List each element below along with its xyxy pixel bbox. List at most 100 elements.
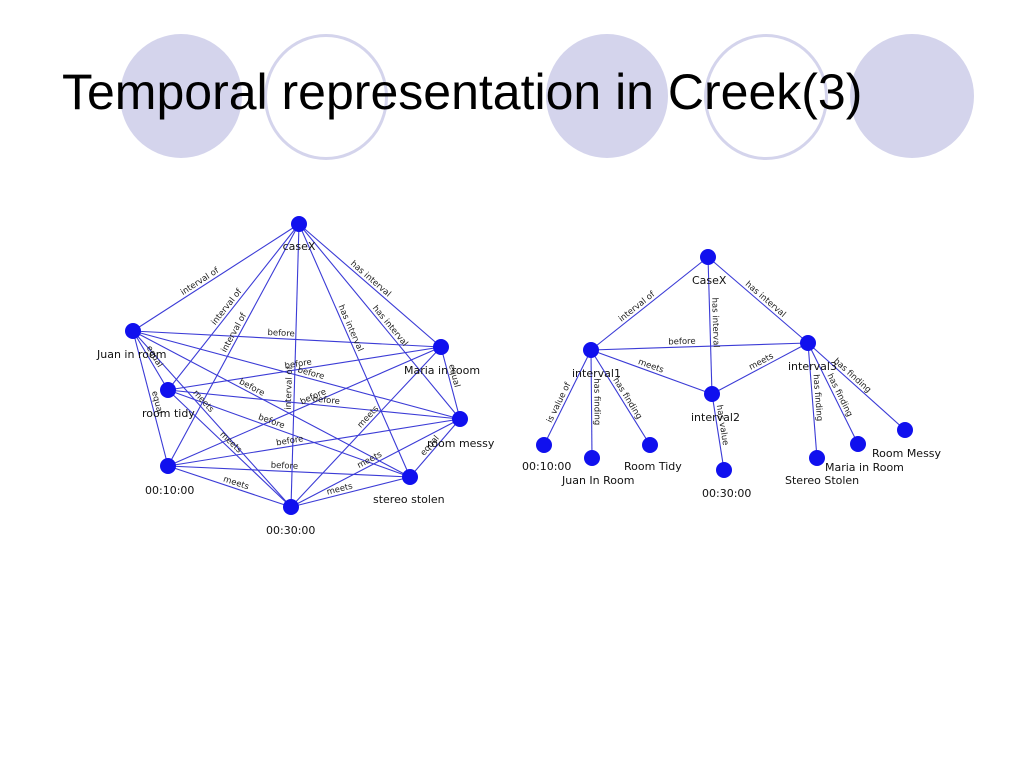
node-label-i2: interval2 bbox=[691, 411, 740, 424]
edge-label-caseX-t30: interval of bbox=[284, 365, 295, 410]
edge-label-i1-i2: meets bbox=[637, 357, 666, 376]
node-label-maria: Maria in room bbox=[404, 364, 480, 377]
edge-label-i1-i3: before bbox=[668, 337, 696, 348]
node-i3 bbox=[800, 335, 816, 351]
decor-ring-1 bbox=[264, 34, 388, 160]
decor-circle-1 bbox=[120, 34, 242, 158]
node-label-stolen: Stereo Stolen bbox=[785, 474, 859, 487]
edge-i2-i3 bbox=[711, 342, 809, 395]
edge-juan-maria bbox=[132, 330, 442, 348]
edge-label-t10-messy: before bbox=[276, 434, 305, 448]
edge-maria-messy bbox=[440, 346, 461, 420]
edge-tidy-t30 bbox=[167, 389, 292, 508]
edge-label-i1-t10: is value of bbox=[545, 380, 574, 424]
node-stolen bbox=[402, 469, 418, 485]
node-label-t30: 00:30:00 bbox=[702, 487, 751, 500]
edge-tidy-stolen bbox=[167, 389, 411, 478]
edge-label-tidy-messy: before bbox=[312, 394, 340, 407]
node-label-juan: Juan In Room bbox=[561, 474, 634, 487]
node-maria bbox=[433, 339, 449, 355]
edge-caseX-messy bbox=[298, 223, 461, 420]
edge-caseX-i3 bbox=[707, 256, 809, 344]
edge-t30-maria bbox=[290, 346, 442, 508]
edge-i3-maria bbox=[807, 342, 859, 445]
edge-label-i3-stolen: has finding bbox=[810, 374, 824, 422]
decor-circle-2 bbox=[546, 34, 668, 158]
edge-i1-i2 bbox=[590, 349, 713, 395]
node-label-messy: Room Messy bbox=[872, 447, 942, 460]
edge-caseX-t30 bbox=[290, 223, 300, 508]
edge-caseX-i1 bbox=[590, 256, 709, 351]
node-label-caseX: CaseX bbox=[692, 274, 727, 287]
node-juan bbox=[125, 323, 141, 339]
edge-label-caseX-i1: interval of bbox=[617, 289, 658, 324]
edge-caseX-t10 bbox=[167, 223, 300, 467]
node-t10 bbox=[536, 437, 552, 453]
edge-caseX-juan bbox=[132, 223, 300, 332]
edge-juan-stolen bbox=[132, 330, 411, 478]
node-label-t10: 00:10:00 bbox=[145, 484, 194, 497]
node-label-juan: Juan in room bbox=[96, 348, 166, 361]
edge-i1-i3 bbox=[590, 342, 809, 351]
node-label-maria: Maria in Room bbox=[825, 461, 904, 474]
edge-i3-stolen bbox=[807, 342, 818, 459]
node-label-t10: 00:10:00 bbox=[522, 460, 571, 473]
node-stolen bbox=[809, 450, 825, 466]
edge-juan-tidy bbox=[132, 330, 169, 391]
edge-i1-juan bbox=[590, 349, 593, 459]
node-messy bbox=[452, 411, 468, 427]
node-t10 bbox=[160, 458, 176, 474]
node-t30 bbox=[283, 499, 299, 515]
edge-caseX-tidy bbox=[167, 223, 300, 391]
edge-i2-t30 bbox=[711, 393, 725, 471]
edge-t10-stolen bbox=[167, 465, 411, 478]
decor-ring-2 bbox=[704, 34, 828, 160]
node-label-i3: interval3 bbox=[788, 360, 837, 373]
node-caseX bbox=[700, 249, 716, 265]
edge-label-caseX-i2: has interval bbox=[709, 297, 720, 347]
edge-tidy-maria bbox=[167, 346, 442, 391]
edge-caseX-stolen bbox=[298, 223, 411, 478]
edge-label-tidy-maria: before bbox=[284, 357, 313, 371]
edge-t30-stolen bbox=[290, 476, 411, 508]
edge-label-t10-stolen: before bbox=[270, 461, 298, 472]
edge-messy-stolen bbox=[409, 418, 461, 478]
edge-label-i1-tidy: has finding bbox=[610, 376, 643, 421]
edge-t10-maria bbox=[167, 346, 442, 467]
slide-title: Temporal representation in Creek(3) bbox=[62, 64, 863, 120]
node-label-stolen: stereo stolen bbox=[373, 493, 445, 506]
edge-t10-messy bbox=[167, 418, 461, 467]
edge-t10-t30 bbox=[167, 465, 292, 508]
edge-i3-messy bbox=[807, 342, 906, 431]
edge-label-i2-i3: meets bbox=[747, 351, 776, 373]
decor-circle-3 bbox=[850, 34, 974, 158]
node-label-caseX: caseX bbox=[283, 240, 316, 253]
node-juan bbox=[584, 450, 600, 466]
node-label-tidy: Room Tidy bbox=[624, 460, 682, 473]
edge-label-i1-juan: has finding bbox=[591, 378, 601, 425]
edge-t30-messy bbox=[290, 418, 461, 508]
node-label-i1: interval1 bbox=[572, 367, 621, 380]
edge-caseX-maria bbox=[298, 223, 442, 348]
node-label-t30: 00:30:00 bbox=[266, 524, 315, 537]
edge-i1-tidy bbox=[590, 349, 651, 446]
node-label-tidy: room tidy bbox=[142, 407, 195, 420]
edge-juan-t30 bbox=[132, 330, 292, 508]
node-messy bbox=[897, 422, 913, 438]
edge-i1-t10 bbox=[543, 349, 592, 446]
node-maria bbox=[850, 436, 866, 452]
node-t30 bbox=[716, 462, 732, 478]
edge-caseX-i2 bbox=[707, 256, 713, 395]
node-label-messy: room messy bbox=[427, 437, 495, 450]
edge-tidy-messy bbox=[167, 389, 461, 420]
node-caseX bbox=[291, 216, 307, 232]
node-tidy bbox=[642, 437, 658, 453]
edge-juan-messy bbox=[132, 330, 461, 420]
edge-juan-t10 bbox=[132, 330, 169, 467]
node-i1 bbox=[583, 342, 599, 358]
edge-label-juan-maria: before bbox=[267, 328, 295, 339]
edge-label-caseX-i3: has interval bbox=[743, 280, 788, 320]
